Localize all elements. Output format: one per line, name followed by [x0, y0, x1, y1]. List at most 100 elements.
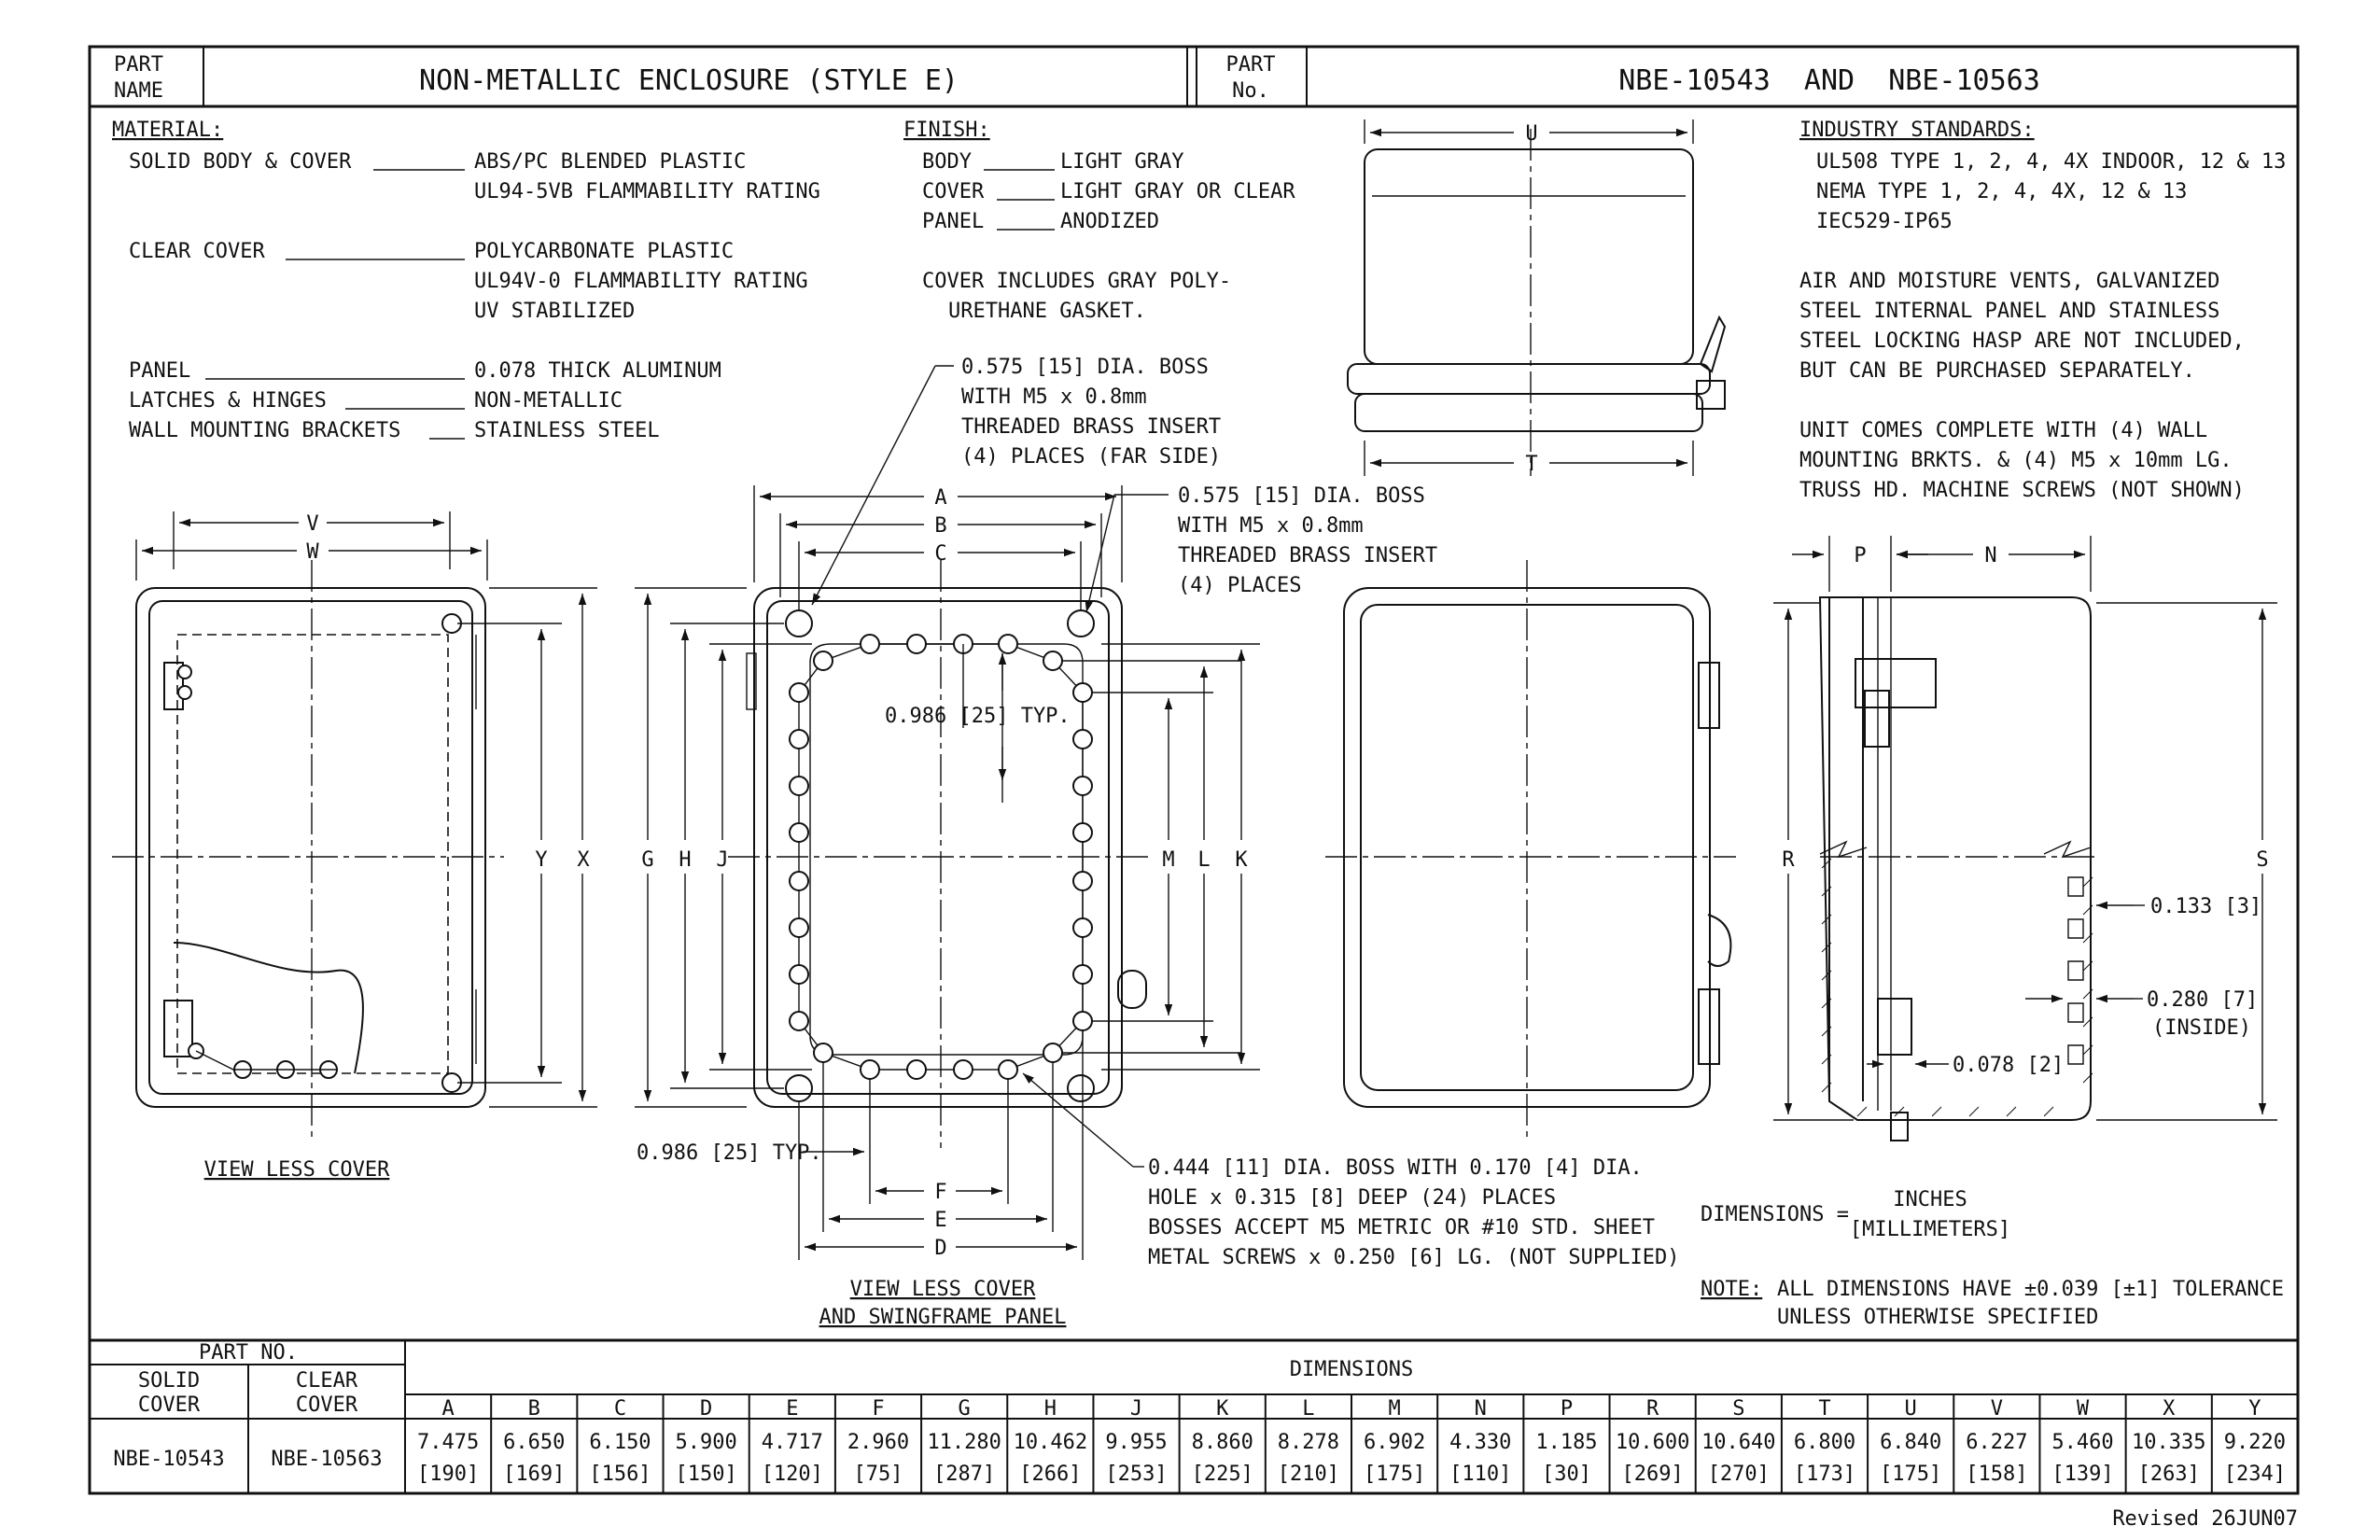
table-column-header: P: [1561, 1397, 1573, 1421]
solid-cover-header: COVER: [138, 1393, 201, 1417]
table-cell-mm: [234]: [2224, 1463, 2286, 1486]
table-cell-mm: [158]: [1966, 1463, 2027, 1486]
dim-letter-u: U: [1525, 122, 1537, 146]
boss-ring: [789, 634, 1093, 1080]
screw-boss: [1072, 682, 1093, 703]
standard-line: NEMA TYPE 1, 2, 4, 4X, 12 & 13: [1816, 180, 2187, 203]
callout-wall-thickness: 0.133 [3]: [2150, 895, 2261, 918]
material-value: 0.078 THICK ALUMINUM: [474, 359, 721, 383]
clear-cover-header: COVER: [296, 1393, 358, 1417]
table-column-header: J: [1130, 1397, 1142, 1421]
unit-note-line: MOUNTING BRKTS. & (4) M5 x 10mm LG.: [1799, 449, 2233, 472]
screw-boss: [998, 1059, 1018, 1080]
table-cell-inches: 5.900: [676, 1431, 737, 1454]
dim-letter-m: M: [1162, 848, 1174, 872]
dim-letter-j: J: [716, 848, 728, 872]
callout-line: BOSSES ACCEPT M5 METRIC OR #10 STD. SHEE…: [1148, 1216, 1655, 1239]
table-column-header: G: [959, 1397, 971, 1421]
table-cell-inches: 10.335: [2132, 1431, 2205, 1454]
callout-line: 0.444 [11] DIA. BOSS WITH 0.170 [4] DIA.: [1148, 1156, 1643, 1180]
table-cell-inches: 1.185: [1535, 1431, 1597, 1454]
material-value: UL94-5VB FLAMMABILITY RATING: [474, 180, 820, 203]
table-cell-mm: [173]: [1794, 1463, 1855, 1486]
standard-line: IEC529-IP65: [1816, 210, 1953, 233]
material-label: LATCHES & HINGES: [129, 389, 327, 413]
callout-line: HOLE x 0.315 [8] DEEP (24) PLACES: [1148, 1186, 1556, 1210]
table-column-header: A: [441, 1397, 454, 1421]
part-no-header: PART NO.: [199, 1341, 298, 1365]
screw-boss: [813, 1043, 833, 1063]
table-cell-inches: 4.330: [1449, 1431, 1511, 1454]
screw-boss: [1072, 871, 1093, 891]
callout-line: 0.575 [15] DIA. BOSS: [961, 356, 1209, 379]
callout-line: (4) PLACES: [1178, 574, 1301, 597]
dim-letter-v: V: [306, 512, 318, 536]
unit-note-line: UNIT COMES COMPLETE WITH (4) WALL: [1799, 419, 2207, 442]
table-column-header: U: [1905, 1397, 1917, 1421]
dim-letter-e: E: [934, 1209, 946, 1232]
material-label: CLEAR COVER: [129, 240, 265, 263]
screw-boss: [1072, 1011, 1093, 1031]
table-column-header: M: [1388, 1397, 1400, 1421]
units-inches: INCHES: [1893, 1188, 1967, 1211]
dim-letter-p: P: [1854, 544, 1866, 567]
table-cell-mm: [169]: [503, 1463, 565, 1486]
callout-boss-near: 0.575 [15] DIA. BOSS WITH M5 x 0.8mm THR…: [1114, 484, 1437, 597]
dim-letter-f: F: [934, 1181, 946, 1204]
screw-boss: [1072, 917, 1093, 938]
table-cell-mm: [270]: [1708, 1463, 1770, 1486]
callout-line: WITH M5 x 0.8mm: [1178, 514, 1364, 538]
units-label: DIMENSIONS =: [1701, 1203, 1849, 1226]
callout-line: THREADED BRASS INSERT: [961, 415, 1221, 439]
units-millimeters: [MILLIMETERS]: [1850, 1218, 2010, 1241]
table-column-header: E: [786, 1397, 798, 1421]
dimensions-header: DIMENSIONS: [1290, 1358, 1413, 1381]
typ-dim-bottom: 0.986 [25] TYP.: [637, 1141, 822, 1165]
screw-boss: [1043, 651, 1063, 671]
screw-boss: [1072, 822, 1093, 843]
dim-letter-a: A: [934, 486, 946, 510]
material-value: STAINLESS STEEL: [474, 419, 660, 442]
dim-letter-b: B: [934, 514, 946, 538]
table-cell-mm: [287]: [933, 1463, 995, 1486]
table-cell-mm: [75]: [854, 1463, 903, 1486]
finish-value: LIGHT GRAY: [1060, 150, 1183, 174]
screw-boss: [789, 1011, 809, 1031]
note-label: NOTE:: [1701, 1278, 1762, 1301]
table-column-header: L: [1302, 1397, 1314, 1421]
finish-label: BODY: [922, 150, 972, 174]
table-cell-inches: 6.227: [1966, 1431, 2027, 1454]
table-column-header: T: [1818, 1397, 1830, 1421]
screw-boss: [789, 682, 809, 703]
screw-boss: [789, 917, 809, 938]
table-cell-inches: 10.462: [1014, 1431, 1087, 1454]
screw-boss: [789, 822, 809, 843]
dim-letter-y: Y: [535, 848, 547, 872]
screw-boss: [906, 634, 927, 654]
dim-letter-l: L: [1197, 848, 1210, 872]
table-cell-inches: 7.475: [417, 1431, 479, 1454]
table-cell-mm: [190]: [417, 1463, 479, 1486]
clear-cover-header: CLEAR: [296, 1369, 358, 1393]
table-cell-mm: [30]: [1542, 1463, 1591, 1486]
part-name-label-line2: NAME: [114, 79, 163, 103]
screw-boss: [998, 634, 1018, 654]
table-cell-inches: 5.460: [2051, 1431, 2113, 1454]
table-columns: A7.475[190]B6.650[169]C6.150[156]D5.900[…: [417, 1394, 2286, 1493]
table-column-header: Y: [2248, 1397, 2261, 1421]
screw-boss: [789, 729, 809, 749]
table-column-header: X: [2163, 1397, 2176, 1421]
table-cell-inches: 8.860: [1192, 1431, 1253, 1454]
screw-boss: [1072, 964, 1093, 985]
callout-line: THREADED BRASS INSERT: [1178, 544, 1437, 567]
table-cell-inches: 6.650: [503, 1431, 565, 1454]
screw-boss: [860, 1059, 880, 1080]
callout-line: (4) PLACES (FAR SIDE): [961, 445, 1221, 469]
callout-line: WITH M5 x 0.8mm: [961, 385, 1147, 409]
material-list: SOLID BODY & COVER ABS/PC BLENDED PLASTI…: [129, 150, 820, 442]
table-cell-mm: [150]: [676, 1463, 737, 1486]
table-cell-inches: 6.902: [1364, 1431, 1425, 1454]
callout-small-boss: 0.444 [11] DIA. BOSS WITH 0.170 [4] DIA.…: [1148, 1156, 1680, 1269]
finish-label: COVER: [922, 180, 985, 203]
dim-letter-r: R: [1782, 848, 1795, 872]
